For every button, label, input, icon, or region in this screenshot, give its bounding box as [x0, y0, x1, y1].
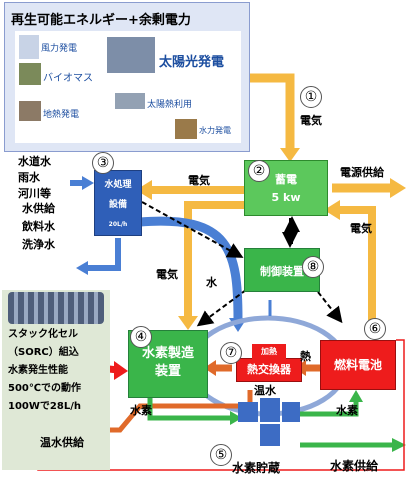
supply-drinking: 飲料水	[22, 220, 55, 233]
marker-1: ①	[300, 86, 322, 108]
marker-5: ⑤	[210, 444, 232, 466]
battery-capacity: 5 kw	[271, 191, 301, 204]
storage-tank-3	[260, 424, 280, 446]
water-treatment-box: 水処理 設備 20L/h	[94, 170, 142, 236]
fuel-cell-box: 燃料電池	[320, 340, 396, 390]
source-river: 河川等	[18, 187, 51, 200]
supply-water: 水供給	[22, 202, 55, 215]
water-treatment-capacity: 20L/h	[108, 221, 128, 228]
arrow-renewable-to-battery	[248, 73, 295, 150]
solar-pv-label: 太陽光発電	[159, 55, 225, 70]
label-electricity-1: 電気	[300, 114, 322, 127]
label-hydrogen-right: 水素	[336, 404, 358, 417]
label-hot-water-supply: 温水供給	[40, 436, 84, 449]
arrow-electricity-electrolyzer	[184, 201, 248, 318]
sorc-panel: スタック化セル （SORC）組込 水素発生性能 500℃での動作 100Wで28…	[2, 290, 110, 470]
heating-box: 加熱	[252, 344, 286, 360]
solar-pv-image	[107, 37, 155, 73]
label-heat: 熱	[300, 350, 311, 363]
electrolyzer-line1: 水素製造	[141, 346, 194, 361]
storage-tank-4	[282, 402, 300, 422]
arrow-head-water-supply	[76, 261, 88, 275]
water-sources: 水道水 雨水 河川等	[18, 154, 51, 202]
control-link-water	[141, 201, 244, 258]
arrow-head-sources-water	[82, 176, 94, 190]
renewable-title: 再生可能エネルギー+余剰電力	[11, 13, 191, 28]
solar-thermal-image	[115, 93, 145, 109]
sorc-stack-image	[8, 292, 104, 324]
arrow-storage-to-fuelcell	[300, 400, 359, 417]
hydro-image	[175, 119, 197, 139]
storage-tank-2	[260, 398, 280, 422]
sorc-line2: （SORC）組込	[8, 347, 79, 358]
arrow-head-heat-electrolyzer	[204, 360, 216, 376]
label-electricity-4: 電気	[156, 268, 178, 281]
label-hot-water: 温水	[254, 384, 276, 397]
label-water: 水	[206, 276, 217, 289]
battery-title: 蓄電	[275, 173, 297, 186]
control-unit-label: 制御装置	[260, 265, 304, 278]
label-hydrogen-left: 水素	[130, 404, 152, 417]
biomass-image	[19, 63, 41, 85]
geothermal-image	[19, 101, 41, 121]
label-hydrogen-supply: 水素供給	[330, 459, 379, 473]
hydrogen-storage	[238, 398, 300, 448]
arrow-fuelcell-to-battery	[338, 206, 376, 320]
wind-turbine-image	[19, 35, 39, 59]
marker-2: ②	[248, 160, 270, 182]
arrow-head-elec-wt	[136, 180, 152, 200]
marker-3: ③	[92, 152, 114, 174]
water-treatment-line2: 設備	[108, 200, 127, 210]
fuel-cell-label: 燃料電池	[333, 358, 382, 372]
arrow-head-h2-storage	[230, 411, 242, 425]
heat-exchanger-label: 熱交換器	[247, 363, 291, 376]
supply-cleaning: 洗浄水	[22, 238, 55, 251]
source-rain-water: 雨水	[18, 171, 40, 184]
source-tap-water: 水道水	[18, 155, 51, 168]
label-power-supply: 電源供給	[340, 166, 384, 179]
heat-exchanger-box: 熱交換器	[236, 358, 302, 382]
control-link-fuelcell	[317, 291, 343, 324]
label-electricity-3: 電気	[350, 222, 372, 235]
arrow-head-storage-fc	[349, 390, 363, 402]
arrow-water-supply	[86, 238, 121, 271]
renewable-panel: 再生可能エネルギー+余剰電力 風力発電 バイオマス 地熱発電 太陽光発電 太陽熱…	[4, 2, 250, 152]
arrow-head-sorc	[114, 361, 128, 380]
storage-tank-1	[238, 402, 258, 422]
water-treatment-line1: 水処理	[104, 180, 132, 190]
sorc-line1: スタック化セル	[8, 329, 78, 340]
sorc-text: スタック化セル （SORC）組込 水素発生性能 500℃での動作 100Wで28…	[8, 326, 108, 416]
storage-label: 水素貯蔵	[232, 461, 281, 475]
hydro-label: 水力発電	[199, 126, 231, 135]
arrow-head-fc-battery	[324, 200, 340, 220]
arrow-head-power-supply	[390, 178, 406, 198]
marker-4: ④	[130, 326, 152, 348]
sorc-line3: 水素発生性能	[8, 365, 68, 376]
label-electricity-2: 電気	[188, 174, 210, 187]
marker-6: ⑥	[364, 318, 386, 340]
control-link-electrolyzer	[196, 289, 247, 327]
solar-thermal-label: 太陽熱利用	[147, 100, 193, 110]
marker-7: ⑦	[220, 342, 242, 364]
biomass-label: バイオマス	[43, 73, 93, 84]
geothermal-label: 地熱発電	[43, 110, 80, 120]
arrow-head-h2-supply	[392, 438, 406, 452]
electrolyzer-line2: 装置	[154, 364, 181, 379]
marker-8: ⑧	[302, 256, 324, 278]
sorc-line4: 500℃での動作	[8, 383, 81, 394]
renewable-inner: 風力発電 バイオマス 地熱発電 太陽光発電 太陽熱利用 水力発電	[15, 31, 241, 143]
arrow-head-renewable-battery	[280, 148, 300, 162]
sorc-line5: 100Wで28L/h	[8, 401, 81, 412]
arrow-head-elec-electrolyzer	[178, 316, 198, 330]
wind-label: 風力発電	[41, 44, 78, 54]
arrow-hydrogen-to-storage	[147, 398, 232, 421]
heating-label: 加熱	[261, 347, 277, 356]
water-supply-list: 水供給 飲料水 洗浄水	[22, 200, 55, 254]
